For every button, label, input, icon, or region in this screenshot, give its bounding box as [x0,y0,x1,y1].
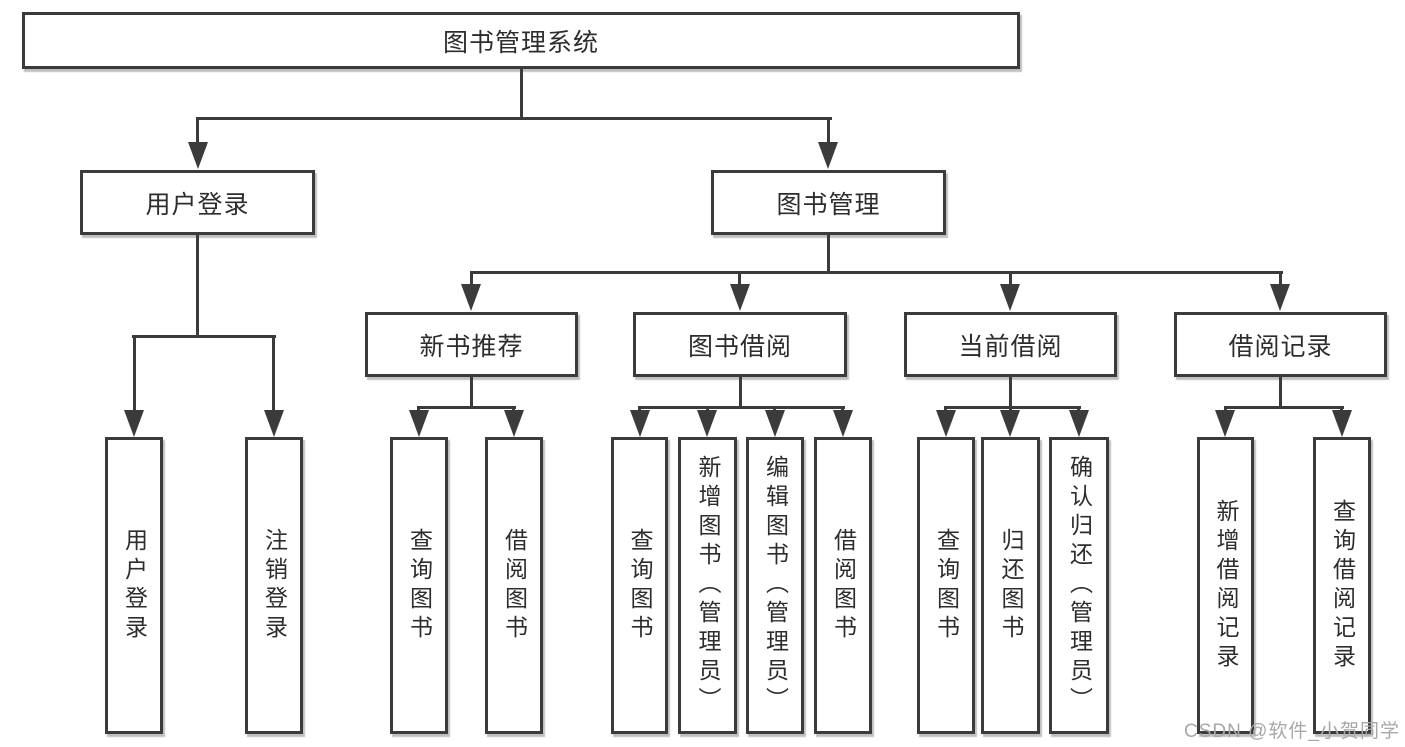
leaf-query-books-recommend: 查询图书 [390,437,448,734]
edge-to-leaf-user-login [133,335,136,413]
leaf-label: 查询图书 [406,527,433,644]
arrowhead-leaf-user-login [124,410,144,437]
arrowhead-leaf-confirm-return [1069,410,1089,437]
node-label: 图书借阅 [687,332,792,361]
edge-to-borrow-records [1279,271,1282,285]
node-label: 用户登录 [145,190,250,219]
edge-book-borrow-stem [739,375,742,408]
node-label: 图书管理系统 [442,28,599,57]
leaf-label: 借阅图书 [501,527,528,644]
leaf-confirm-return-admin: 确认归还（管理员） [1049,437,1109,734]
arrowhead-current-borrow [1000,284,1020,311]
edge-to-new-book-recommend [470,271,473,285]
leaf-user-login: 用户登录 [105,437,163,734]
edge-new-book-recommend-split [417,406,516,409]
leaf-label: 查询图书 [627,527,653,644]
arrowhead-leaf-return-book [1000,410,1020,437]
arrowhead-leaf-borrow-books-1 [504,410,524,437]
leaf-query-books-borrow: 查询图书 [611,437,668,734]
arrowhead-book-management [818,142,838,169]
node-library-management-system: 图书管理系统 [22,12,1020,69]
edge-book-borrow-split [638,406,845,409]
leaf-label: 确认归还（管理员） [1066,455,1093,716]
edge-borrow-records-split [1224,406,1344,409]
arrowhead-leaf-edit-book [765,410,785,437]
edge-book-management-stem [827,233,830,273]
leaf-label: 查询借阅记录 [1329,498,1356,673]
arrowhead-leaf-borrow-books-2 [833,410,853,437]
leaf-borrow-books-recommend: 借阅图书 [485,437,543,734]
edge-to-current-borrow [1009,271,1012,285]
node-new-book-recommend: 新书推荐 [365,312,578,377]
arrowhead-user-login [188,142,208,169]
arrowhead-leaf-query-borrow-record [1332,410,1352,437]
node-label: 图书管理 [776,190,881,219]
leaf-label: 借阅图书 [830,527,857,644]
edge-root-stem [520,69,523,118]
arrowhead-leaf-add-book [697,410,717,437]
leaf-label: 新增图书（管理员） [695,455,721,716]
leaf-query-books-current: 查询图书 [917,437,975,734]
edge-to-user-login [196,117,199,145]
leaf-label: 查询图书 [933,527,960,644]
leaf-label: 编辑图书（管理员） [762,455,789,716]
arrowhead-new-book-recommend [461,284,481,311]
leaf-logout: 注销登录 [245,437,303,734]
edge-user-login-stem [196,233,199,337]
node-book-borrow: 图书借阅 [633,312,847,377]
leaf-return-book: 归还图书 [981,437,1040,734]
node-book-management: 图书管理 [711,170,946,235]
arrowhead-leaf-query-books-2 [630,410,650,437]
edge-current-borrow-stem [1009,375,1012,408]
edge-to-book-management [827,117,830,145]
leaf-borrow-books-borrow: 借阅图书 [814,437,872,734]
node-user-login: 用户登录 [80,170,315,235]
edge-current-borrow-split [944,406,1081,409]
edge-borrow-records-stem [1279,375,1282,408]
arrowhead-leaf-add-borrow-record [1215,410,1235,437]
node-borrow-records: 借阅记录 [1174,312,1387,377]
arrowhead-borrow-records [1270,284,1290,311]
arrowhead-leaf-logout [264,410,284,437]
leaf-label: 新增借阅记录 [1213,498,1239,673]
leaf-label: 注销登录 [261,527,288,644]
leaf-label: 用户登录 [121,527,148,644]
edge-new-book-recommend-stem [470,375,473,408]
arrowhead-book-borrow [730,284,750,311]
leaf-query-borrow-record: 查询借阅记录 [1313,437,1371,734]
node-label: 当前借阅 [958,332,1063,361]
arrowhead-leaf-query-books-1 [409,410,429,437]
edge-to-leaf-logout [272,335,275,413]
node-label: 新书推荐 [419,332,524,361]
edge-to-book-borrow [738,271,741,285]
leaf-label: 归还图书 [998,527,1024,644]
node-label: 借阅记录 [1228,332,1333,361]
leaf-add-borrow-record: 新增借阅记录 [1197,437,1254,734]
leaf-add-book-admin: 新增图书（管理员） [678,437,737,734]
edge-book-management-split [470,271,1283,274]
leaf-edit-book-admin: 编辑图书（管理员） [746,437,804,734]
arrowhead-leaf-query-books-3 [936,410,956,437]
edge-user-login-split [132,335,276,338]
edge-root-split [196,117,832,120]
csdn-watermark: CSDN @软件_小贺同学 [1184,721,1400,742]
node-current-borrow: 当前借阅 [904,312,1117,377]
